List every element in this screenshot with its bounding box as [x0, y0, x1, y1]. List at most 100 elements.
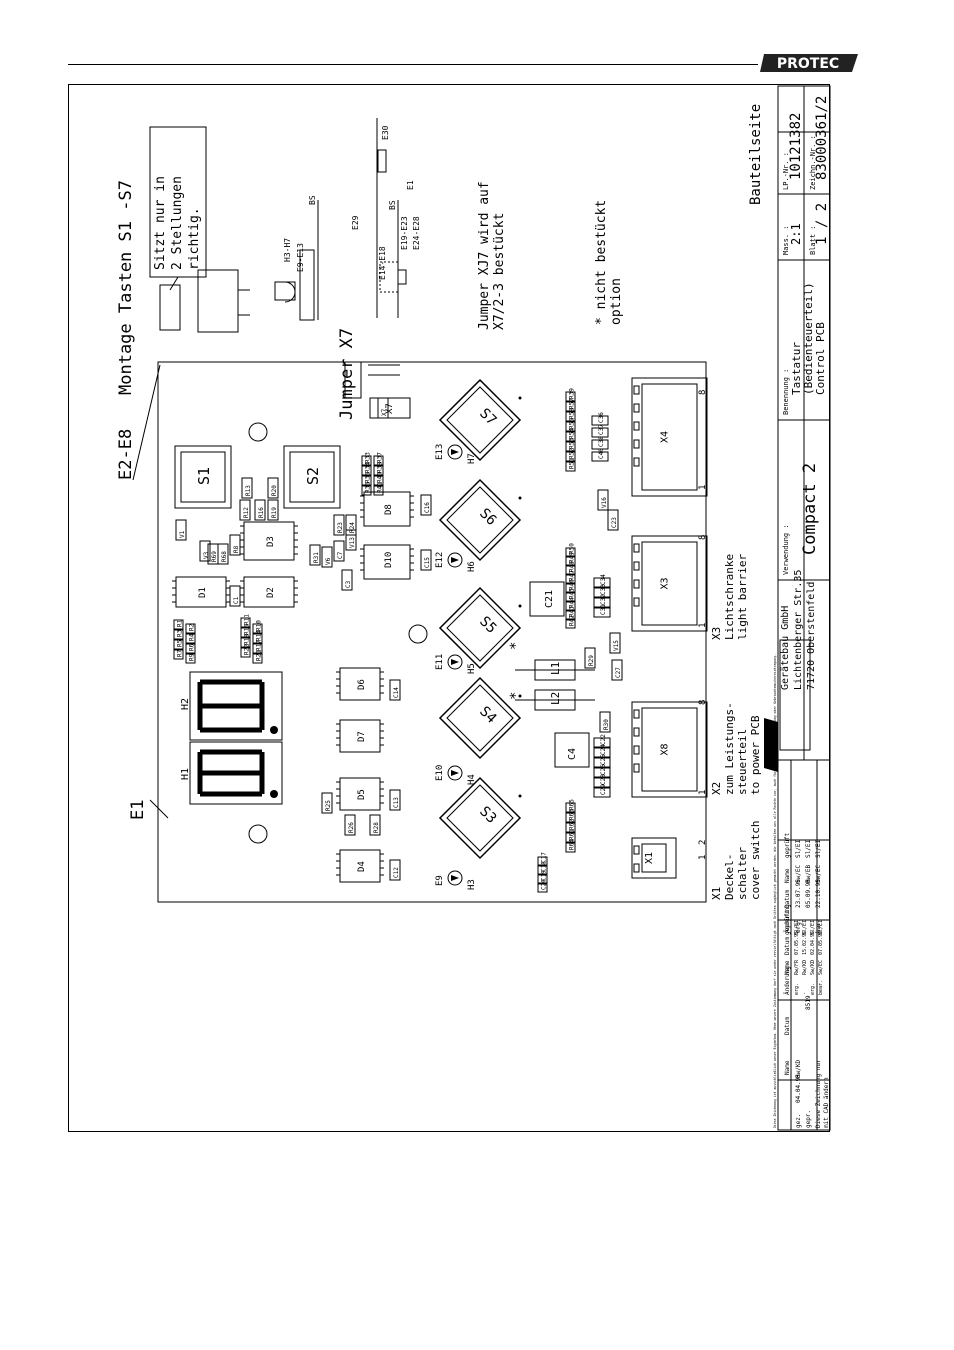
led-h6: [447, 552, 463, 568]
small-part-label: R24: [349, 522, 356, 533]
blatt-label: Blatt :: [809, 225, 817, 255]
display-h1-dp: [270, 790, 278, 798]
resistor: [240, 617, 251, 628]
small-part-label: R20: [271, 485, 278, 496]
resistor: [185, 643, 196, 654]
company-logo-box: [779, 639, 811, 751]
resistor-label: R15: [244, 624, 251, 635]
rev-cell: Rw/EB: [805, 865, 812, 883]
label-h3: H3: [467, 879, 477, 890]
capacitor-label: C32: [600, 594, 607, 605]
resistor-label: R37: [377, 452, 384, 463]
small-part-label: C23: [611, 517, 618, 528]
rev-cell: Sl/EI: [805, 840, 812, 858]
resistor-label: R54: [569, 428, 576, 439]
small-part-label: C3: [345, 580, 352, 588]
small-part: [420, 494, 432, 516]
connector-x4-outer: [631, 377, 708, 497]
switch-s4-label: S4: [476, 704, 499, 727]
small-part: [389, 789, 401, 811]
note-x1-line: X1: [710, 887, 723, 900]
ic-d3: [243, 521, 295, 561]
small-part: [199, 540, 211, 562]
label-e1: E1: [128, 800, 148, 820]
rev-header: Name: [784, 868, 791, 883]
small-part: [607, 509, 619, 531]
resistor: [173, 619, 184, 630]
cad-note-line: Diese Zeichnung nur: [815, 1059, 822, 1128]
led-h7: [447, 444, 463, 460]
resistor-label: R47: [569, 570, 576, 581]
company-line: Lichtenberger Str.35: [793, 570, 804, 690]
hist-cell: Sl/EI: [794, 920, 800, 935]
label-e19-e23: E19-E23: [400, 216, 409, 250]
switch-base-side: [197, 269, 239, 333]
rev-cell: bar.: [815, 919, 822, 933]
note-x2-line: steuerteil: [736, 729, 749, 795]
connector-x4-pin: [633, 439, 640, 449]
resistor-label: R53: [569, 438, 576, 449]
sign-cell: Rw/KD: [795, 1060, 802, 1078]
small-part: [584, 647, 596, 669]
switch-s4-inner: [446, 684, 514, 752]
resistor: [185, 623, 196, 634]
mounting-hole: [248, 422, 268, 442]
sign-cell: 04.04.95: [795, 1074, 802, 1103]
resistor-label: R5: [177, 639, 184, 647]
benennung-line: Tastatur: [790, 342, 803, 395]
switch-s3-outer: [438, 776, 522, 860]
small-part-label: X7: [381, 408, 388, 416]
capacitor: [537, 865, 548, 875]
leader-e1: [149, 799, 169, 819]
note-x3-line: X3: [710, 627, 723, 640]
capacitor: [537, 883, 548, 893]
header-rule: [68, 64, 758, 65]
switch-s1-outer: [174, 445, 232, 509]
label-h4: H4: [467, 774, 477, 785]
label-l2: L2: [549, 692, 562, 705]
connector-pin-number: 1: [698, 855, 708, 860]
legal-text: Diese Zeichnung ist ausschließlich unser…: [773, 654, 777, 1128]
note-box-line: 2 Stellungen: [170, 176, 185, 270]
resistor: [240, 637, 251, 648]
led-dot: [518, 694, 522, 698]
small-part-label: R8: [233, 545, 240, 553]
small-part: [239, 499, 251, 521]
rev-cell: 22.10.96: [815, 879, 822, 908]
label-e11: E11: [435, 654, 445, 670]
mass-value: 2:1: [789, 223, 803, 245]
benennung-line: (Bedienteuerteil): [802, 282, 815, 395]
resistor-label: R41: [377, 482, 384, 493]
label-e2-e8: E2-E8: [116, 429, 136, 480]
switch-s3-label: S3: [476, 804, 499, 827]
small-part-label: R13: [245, 485, 252, 496]
capacitor-label: C33: [600, 584, 607, 595]
resistor-label: R45: [569, 588, 576, 599]
small-part: [599, 711, 611, 733]
ic-d2-label: D2: [266, 587, 276, 598]
ic-d7-label: D7: [357, 731, 367, 742]
resistor: [373, 475, 384, 486]
resistor: [565, 431, 576, 442]
resistor-label: R44: [569, 597, 576, 608]
resistor-label: R52: [569, 448, 576, 459]
rev-cell: erg.: [795, 919, 802, 933]
resistor: [565, 565, 576, 575]
resistor: [565, 812, 576, 823]
label-x7: X7: [385, 403, 395, 414]
cap-c4: [554, 732, 590, 768]
label-h1: H1: [180, 768, 191, 780]
ic-d1-label: D1: [198, 587, 208, 598]
switch-s2-outer: [283, 445, 341, 509]
cad-note-line: mit CAD ändern: [823, 1077, 830, 1128]
zeichn-label: Zeichn.-Nr. :: [809, 135, 817, 190]
led-symbol: [451, 770, 459, 776]
capacitor-label: C24: [600, 744, 607, 755]
capacitor: [591, 415, 609, 426]
note-x1-line: schalter: [736, 847, 749, 900]
hist-cell: Rw/KD: [802, 960, 808, 975]
small-part-label: R16: [258, 507, 265, 518]
resistor-label: R10: [256, 620, 263, 631]
connector-x4-pin: [633, 403, 640, 413]
capacitor: [593, 737, 611, 748]
